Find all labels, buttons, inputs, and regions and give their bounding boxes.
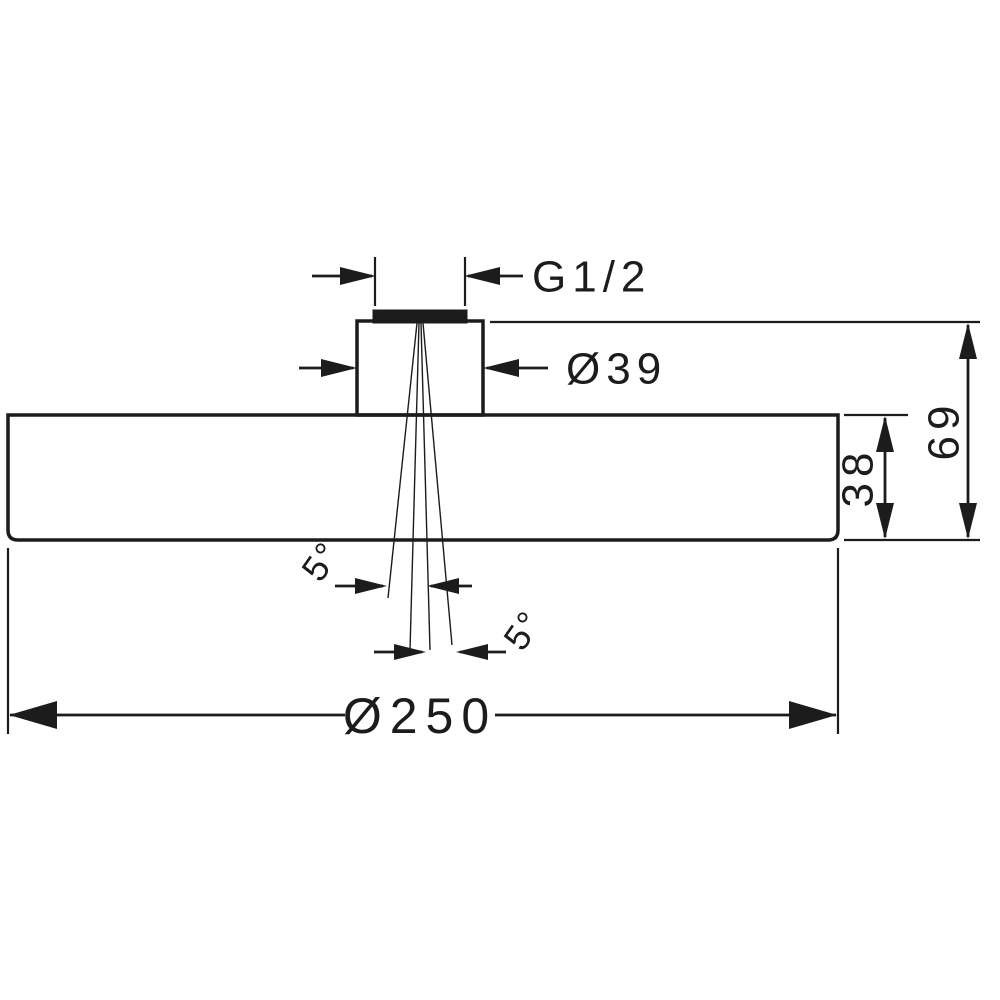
spray-angle-lines	[387, 322, 453, 651]
thread-band	[372, 309, 468, 324]
arrowhead	[321, 359, 357, 377]
spray-angle-lower-label: 5°	[495, 603, 551, 658]
dimension-overall-height: 69	[490, 320, 980, 542]
arrowhead	[876, 416, 894, 452]
body-height-label: 38	[834, 447, 883, 508]
arrowhead	[959, 323, 977, 359]
arrowhead	[959, 503, 977, 539]
thread-label: G1/2	[532, 253, 651, 302]
arrowhead	[9, 701, 57, 729]
body-outline	[6, 413, 840, 542]
arrowhead	[355, 578, 387, 594]
head-diameter-label: Ø250	[343, 688, 497, 744]
spray-angle-upper-label: 5°	[293, 534, 349, 589]
connector	[355, 309, 485, 417]
arrowhead	[876, 503, 894, 539]
arrowhead	[483, 359, 519, 377]
shower-head-body	[6, 413, 840, 542]
arrowhead	[394, 644, 426, 660]
dimension-head-diameter: Ø250	[6, 548, 840, 744]
arrowhead	[789, 701, 837, 729]
arrowhead	[464, 267, 500, 285]
dimension-thread: G1/2	[312, 253, 651, 306]
arrowhead	[427, 578, 459, 594]
arrowhead	[340, 267, 376, 285]
overall-height-label: 69	[920, 400, 969, 461]
dimension-body-height: 38	[834, 413, 908, 539]
spray-line-inner-left	[409, 322, 420, 651]
dimension-connector-diameter: Ø39	[299, 345, 667, 394]
connector-outline	[355, 319, 485, 417]
spray-line-outer-right	[422, 322, 453, 646]
dimension-spray-angle-lower: 5°	[374, 603, 551, 660]
connector-diameter-label: Ø39	[566, 345, 667, 394]
arrowhead	[456, 644, 488, 660]
spray-line-outer-left	[387, 322, 418, 599]
spray-line-inner-right	[420, 322, 431, 651]
